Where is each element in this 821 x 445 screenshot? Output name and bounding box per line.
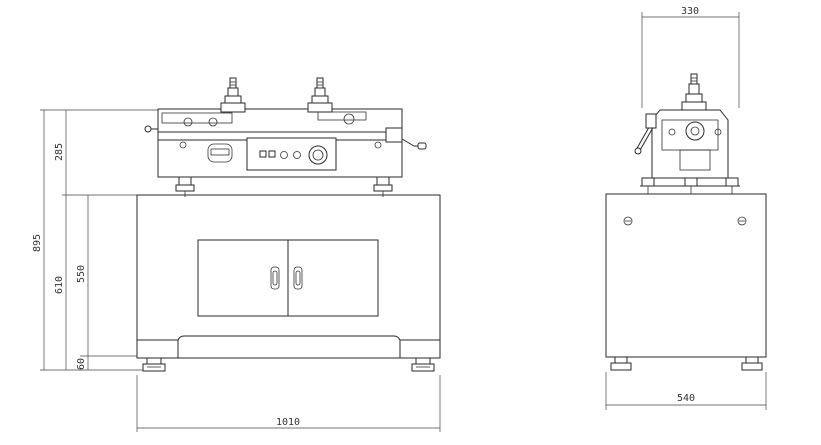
left-door-handle [270,266,280,290]
dim-stand-height: 610 [54,276,65,294]
dim-upper-height: 285 [54,143,65,161]
control-panel [246,137,337,171]
panel-button [268,150,276,158]
side-spindle [681,73,707,111]
front-foot-right [411,357,435,372]
dim-side-top-width: 330 [681,6,699,17]
side-spindle-head [685,121,705,141]
side-lever [634,113,657,155]
side-view: 330 540 [605,6,767,410]
dim-cabinet-height: 550 [76,265,87,283]
spindle-right [307,77,333,113]
side-upper-feet [640,177,740,194]
right-door-handle [293,266,303,290]
side-screw-left [623,216,633,226]
logo-plate [207,143,233,163]
side-screw-right [737,216,747,226]
panel-dial [308,145,328,165]
dim-overall-height: 895 [32,234,43,252]
side-foot-right [741,356,763,371]
dim-side-width: 540 [677,393,695,404]
front-foot-left [142,357,166,372]
panel-button [259,150,267,158]
dim-front-width: 1010 [276,417,300,428]
front-stand-arch [136,335,440,358]
panel-knob [293,151,301,159]
right-crank [385,127,427,150]
dim-foot-height: 60 [76,358,87,370]
left-handle [144,125,158,133]
upper-foot-left [175,176,195,197]
upper-foot-right [373,176,393,197]
side-stand-body [605,193,767,358]
side-foot-left [610,356,632,371]
front-view: 895 285 610 550 60 1010 [32,77,441,432]
side-window [679,149,711,171]
spindle-left [220,77,246,113]
top-rail [157,108,403,133]
panel-knob [280,151,288,159]
